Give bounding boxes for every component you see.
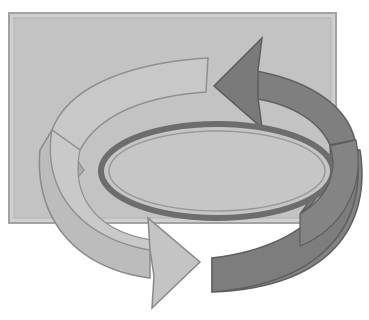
ellipse-ring (101, 124, 333, 218)
